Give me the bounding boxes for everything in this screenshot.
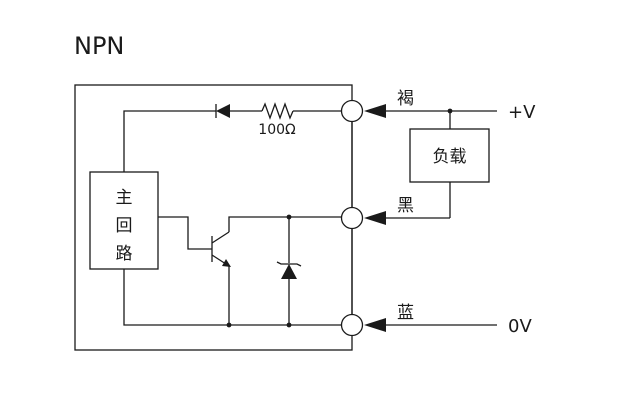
- zener-diode: [276, 261, 302, 279]
- arrow-blue: [364, 318, 386, 332]
- terminal-brown: [340, 99, 364, 123]
- main-circuit-block: [89, 171, 159, 270]
- protection-diode: [215, 104, 262, 118]
- load-box: [409, 128, 490, 183]
- wire-label-brown: 褐: [397, 89, 414, 109]
- resistor-symbol: [261, 102, 294, 120]
- main-circuit-label-1: 主: [116, 188, 133, 208]
- terminal-black: [340, 206, 364, 230]
- bottom-wire: [123, 269, 342, 326]
- top-wire-left: [123, 110, 216, 172]
- main-circuit-label-2: 回: [116, 216, 133, 236]
- resistor-label: 100Ω: [258, 122, 296, 138]
- wire-label-blue: 蓝: [397, 303, 414, 323]
- diagram-title: NPN: [74, 32, 124, 60]
- base-wire: [158, 216, 212, 250]
- supply-positive-label: +V: [508, 102, 536, 123]
- junction-dot: [286, 214, 292, 220]
- terminal-blue: [340, 313, 364, 337]
- supply-zero-label: 0V: [508, 316, 532, 337]
- npn-transistor: [211, 231, 231, 267]
- junction-dot: [226, 322, 232, 328]
- load-label: 负载: [433, 147, 467, 167]
- collector-wire: [228, 216, 342, 232]
- junction-dot: [286, 322, 292, 328]
- main-circuit-label-3: 路: [116, 244, 133, 264]
- wire-label-black: 黑: [397, 196, 414, 216]
- arrow-black: [364, 211, 386, 225]
- arrow-brown: [364, 104, 386, 118]
